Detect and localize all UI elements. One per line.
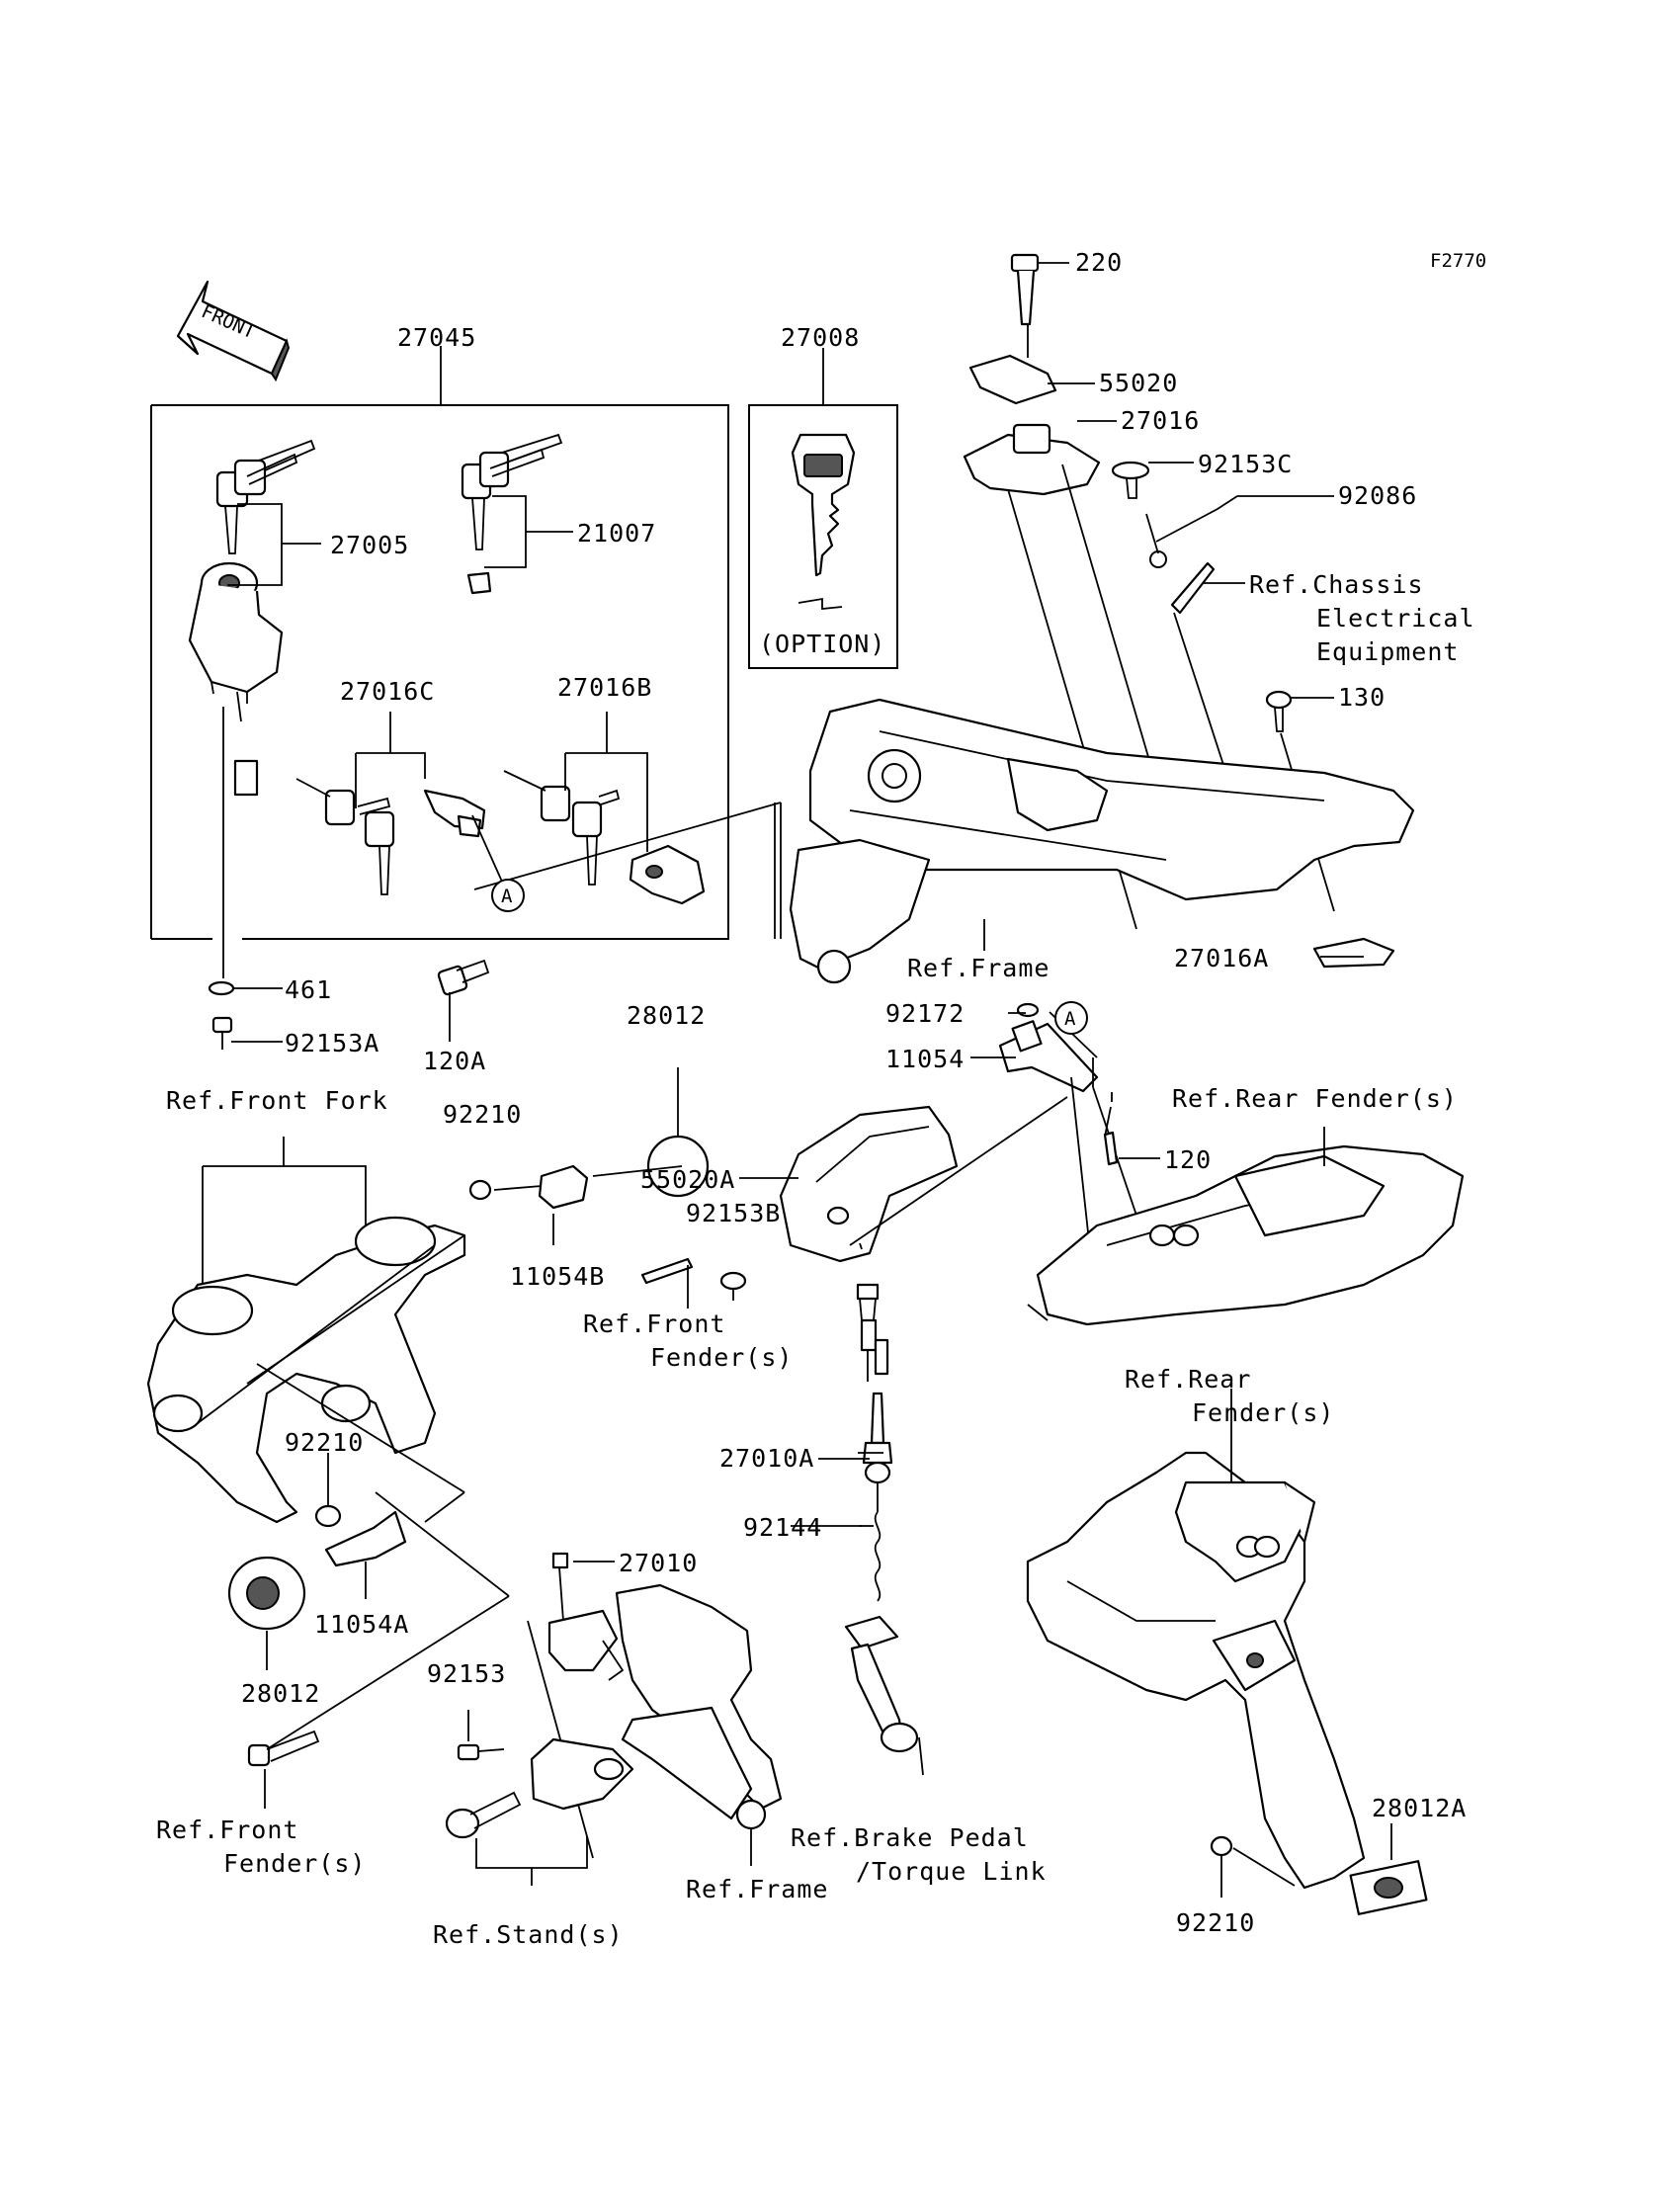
label-27016b: 27016B bbox=[557, 673, 652, 702]
label-28012-top: 28012 bbox=[627, 1001, 706, 1030]
label-27016: 27016 bbox=[1121, 406, 1200, 435]
bolt-icon bbox=[211, 1016, 233, 1034]
label-92153: 92153 bbox=[427, 1659, 506, 1688]
label-55020: 55020 bbox=[1099, 369, 1178, 397]
key-set-group bbox=[150, 346, 782, 978]
label-92153a: 92153A bbox=[285, 1029, 379, 1057]
label-ref-chassis-electrical: Electrical bbox=[1316, 604, 1475, 633]
steering-area-illustration bbox=[146, 1067, 710, 1750]
rear-fender-bottom-illustration bbox=[1026, 1389, 1428, 1915]
label-ref-front-fender-mid-2: Fender(s) bbox=[650, 1343, 793, 1372]
label-ref-rear-fender-mid-2: Fender(s) bbox=[1192, 1398, 1334, 1427]
label-461: 461 bbox=[285, 975, 332, 1004]
label-ref-brake-pedal: Ref.Brake Pedal bbox=[791, 1823, 1029, 1852]
label-92086: 92086 bbox=[1338, 481, 1417, 510]
bolt-icon bbox=[445, 1791, 522, 1839]
label-ref-front-fender-mid: Ref.Front bbox=[583, 1310, 725, 1338]
brake-switch-illustration bbox=[844, 1283, 924, 1776]
key-pair-icon bbox=[295, 778, 395, 895]
label-92153b: 92153B bbox=[686, 1199, 781, 1227]
label-ref-frame-top: Ref.Frame bbox=[907, 954, 1050, 982]
label-ref-front-fender-bottom-2: Fender(s) bbox=[223, 1849, 366, 1878]
label-120: 120 bbox=[1164, 1145, 1212, 1174]
key-pair-icon bbox=[461, 433, 563, 550]
svg-text:A: A bbox=[501, 886, 513, 907]
label-55020a: 55020A bbox=[640, 1165, 735, 1194]
label-option: (OPTION) bbox=[759, 630, 885, 658]
label-28012-bottom: 28012 bbox=[241, 1679, 320, 1708]
nut-icon bbox=[314, 1504, 342, 1528]
option-key-group bbox=[748, 348, 898, 669]
label-28012a: 28012A bbox=[1372, 1794, 1467, 1822]
label-11054a: 11054A bbox=[314, 1610, 409, 1639]
callout-a: A bbox=[1054, 1001, 1088, 1035]
label-92153c: 92153C bbox=[1198, 450, 1293, 478]
label-120a: 120A bbox=[423, 1047, 486, 1075]
side-stand-illustration bbox=[445, 1552, 783, 1886]
bolt-icon bbox=[437, 959, 490, 996]
bolt-icon bbox=[247, 1730, 320, 1767]
label-220: 220 bbox=[1075, 248, 1123, 277]
label-92210-mid: 92210 bbox=[285, 1428, 364, 1457]
label-130: 130 bbox=[1338, 683, 1386, 712]
label-11054: 11054 bbox=[885, 1045, 965, 1073]
label-92210-top: 92210 bbox=[443, 1100, 522, 1129]
label-ref-stand: Ref.Stand(s) bbox=[433, 1920, 624, 1949]
label-27045: 27045 bbox=[397, 323, 476, 352]
diagram-code: F2770 bbox=[1430, 250, 1486, 272]
key-pair-icon bbox=[503, 770, 621, 886]
label-27016c: 27016C bbox=[340, 677, 435, 706]
label-27010: 27010 bbox=[619, 1549, 698, 1577]
reflector-icon bbox=[1349, 1860, 1428, 1915]
label-ref-chassis-equipment: Equipment bbox=[1316, 637, 1459, 666]
label-27016a: 27016A bbox=[1174, 944, 1269, 972]
label-92144: 92144 bbox=[743, 1513, 822, 1542]
rear-fender-top-illustration bbox=[1027, 1127, 1465, 1326]
bracket-icon bbox=[324, 1510, 407, 1567]
label-ref-frame-bottom: Ref.Frame bbox=[686, 1875, 828, 1903]
bolt-icon bbox=[457, 1743, 505, 1761]
label-ref-rear-fender-mid: Ref.Rear bbox=[1125, 1365, 1251, 1394]
label-92210-bottom: 92210 bbox=[1176, 1908, 1255, 1937]
ignition-switch-icon bbox=[188, 561, 284, 704]
label-27005: 27005 bbox=[330, 531, 409, 559]
front-arrow-icon: FRONT bbox=[176, 280, 291, 382]
washer-icon bbox=[208, 980, 235, 996]
callout-a: A bbox=[491, 879, 525, 912]
frame-top-illustration bbox=[774, 253, 1415, 984]
label-ref-front-fork: Ref.Front Fork bbox=[166, 1086, 388, 1115]
center-cover-illustration bbox=[719, 1002, 1171, 1315]
label-27008: 27008 bbox=[781, 323, 860, 352]
label-ref-rear-fender-top: Ref.Rear Fender(s) bbox=[1172, 1084, 1458, 1113]
svg-text:A: A bbox=[1064, 1008, 1076, 1030]
label-ref-chassis: Ref.Chassis bbox=[1249, 570, 1424, 599]
label-ref-front-fender-bottom: Ref.Front bbox=[156, 1816, 298, 1844]
label-92172: 92172 bbox=[885, 999, 965, 1028]
label-27010a: 27010A bbox=[719, 1444, 814, 1473]
key-pair-icon bbox=[215, 439, 316, 554]
cap-icon bbox=[227, 1556, 306, 1631]
label-ref-torque-link: /Torque Link bbox=[856, 1857, 1047, 1886]
leader-lines bbox=[231, 262, 1364, 1563]
label-11054b: 11054B bbox=[510, 1262, 605, 1291]
label-21007: 21007 bbox=[577, 519, 656, 548]
